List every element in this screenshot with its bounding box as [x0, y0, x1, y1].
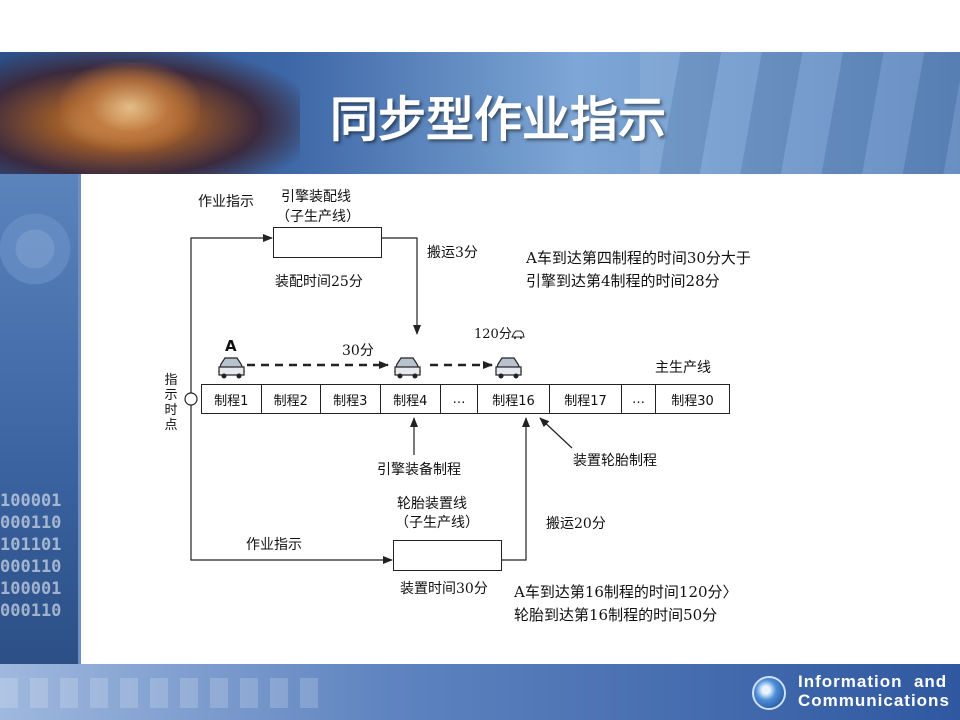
tire-line-name: 轮胎装置线 — [397, 496, 467, 512]
note2-line1: A车到达第16制程的时间120分〉 — [514, 583, 738, 601]
process-cell: 制程4 — [393, 393, 428, 409]
footer-line2: Communications — [798, 691, 950, 710]
process-cell: 制程3 — [321, 385, 381, 413]
banner-keyboard-image — [640, 52, 960, 174]
binary-line: 000110 — [0, 601, 62, 621]
slide-title: 同步型作业指示 — [330, 92, 667, 148]
vertical-char: 点 — [164, 418, 178, 433]
engine-assembly-time: 装配时间25分 — [275, 274, 363, 290]
time-120-label: 120分 — [474, 327, 512, 342]
process-cell: 制程2 — [262, 385, 321, 413]
engine-equip-process-label: 引擎装备制程 — [377, 462, 461, 478]
car-icon — [394, 357, 421, 379]
tire-mount-process-label: 装置轮胎制程 — [573, 453, 657, 469]
transport-3-label: 搬运3分 — [427, 245, 478, 261]
note1-line1: A车到达第四制程的时间30分大于 — [526, 249, 751, 267]
footer-brand: Information and Communications — [798, 672, 950, 710]
binary-line: 100001 — [0, 491, 62, 511]
binary-line: 000110 — [0, 557, 62, 577]
instruction-point-circle — [184, 392, 198, 406]
gear-icon — [0, 204, 78, 294]
ellipsis-cell: … — [622, 385, 656, 413]
work-instruction-bottom-label: 作业指示 — [246, 537, 302, 553]
process-cell: 制程16 — [478, 385, 550, 413]
vertical-char: 指 — [164, 373, 178, 388]
tire-line-sub: （子生产线） — [395, 515, 479, 531]
main-line-ellipsis: … — [440, 384, 478, 414]
engine-to-process4-line — [382, 237, 421, 335]
main-line-label: 主生产线 — [655, 360, 711, 376]
time-30-label: 30分 — [342, 343, 374, 359]
footer-line1: Information and — [798, 672, 948, 691]
vertical-char: 示 — [164, 388, 178, 403]
note1-line2: 引擎到达第4制程的时间28分 — [526, 272, 720, 290]
process-cell: 制程17 — [550, 385, 622, 413]
ellipsis-cell: … — [452, 391, 466, 407]
process-cell: 制程30 — [671, 393, 714, 409]
tire-to-process16-line — [501, 417, 530, 561]
vertical-char: 时 — [164, 403, 178, 418]
small-car-icon — [511, 330, 525, 339]
main-line-right: 制程16 制程17 … 制程30 — [477, 384, 730, 414]
binary-line: 000110 — [0, 513, 62, 533]
footer-bar — [0, 664, 960, 720]
instruction-time-point-label: 指 示 时 点 — [163, 373, 179, 433]
footer-decor — [0, 678, 330, 708]
tire-mount-time: 装置时间30分 — [400, 581, 488, 597]
binary-line: 100001 — [0, 579, 62, 599]
process-cell: 制程1 — [202, 385, 262, 413]
left-decor-strip: 100001 000110 101101 000110 100001 00011… — [0, 174, 78, 664]
top-margin — [0, 0, 960, 52]
tire-mount-arrow — [539, 417, 573, 449]
banner-face-highlight — [60, 62, 200, 152]
main-line-left: 制程1 制程2 制程3 制程4 — [201, 384, 441, 414]
car-icon — [495, 357, 522, 379]
car-a-label: A — [225, 337, 237, 355]
engine-line-box — [273, 227, 382, 258]
work-instruction-top-label: 作业指示 — [198, 194, 254, 210]
binary-decor: 100001 000110 101101 000110 100001 00011… — [0, 490, 61, 622]
diagram-panel — [78, 174, 950, 664]
header-banner — [0, 52, 960, 174]
engine-line-sub: （子生产线） — [276, 209, 360, 225]
transport-20-label: 搬运20分 — [546, 516, 606, 532]
car-icon — [218, 357, 245, 379]
engine-line-name: 引擎装配线 — [281, 189, 351, 205]
note2-line2: 轮胎到达第16制程的时间50分 — [514, 606, 718, 624]
tire-line-box — [393, 540, 502, 571]
instruction-to-engine-line — [190, 234, 273, 393]
binary-line: 101101 — [0, 535, 62, 555]
instruction-to-tire-line — [190, 405, 393, 564]
globe-icon — [752, 676, 786, 710]
